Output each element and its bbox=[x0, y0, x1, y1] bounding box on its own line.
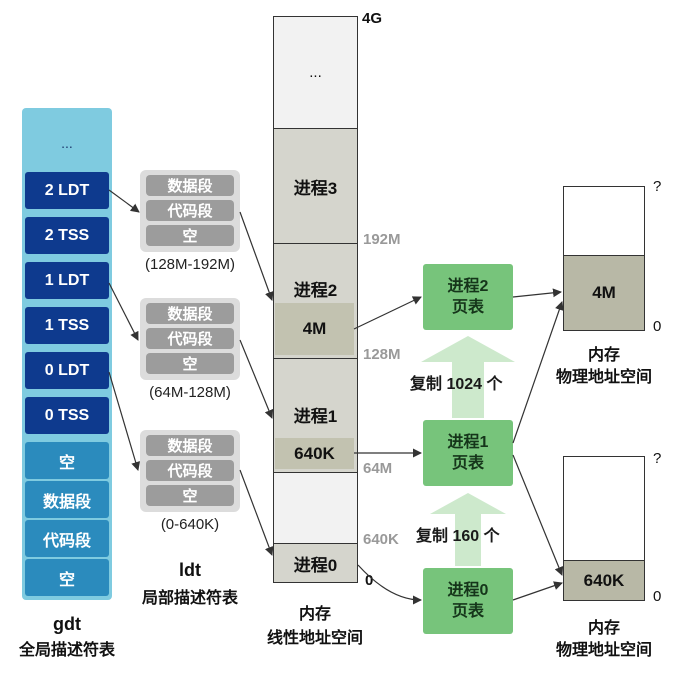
gdt-cell-2-ldt: 2 LDT bbox=[25, 172, 109, 209]
ldt0-data-segment: 数据段 bbox=[146, 435, 234, 456]
gdt-cell-data-segment: 数据段 bbox=[25, 481, 109, 518]
gdt-subtitle: 全局描述符表 bbox=[18, 642, 115, 659]
pt1-line1: 进程1 bbox=[447, 434, 489, 451]
gdt-cell-dots: ... bbox=[61, 134, 73, 151]
linear-caption-1: 内存 bbox=[298, 606, 331, 623]
linear-proc1-640k-block: 640K bbox=[275, 438, 354, 469]
linear-proc3-region: 进程3 bbox=[273, 128, 358, 244]
phys-bottom-640k-block: 640K bbox=[564, 560, 644, 600]
copy-arrow-top bbox=[421, 336, 515, 418]
ldt2-data-segment: 数据段 bbox=[146, 175, 234, 196]
gdt-cell-2-tss: 2 TSS bbox=[25, 217, 109, 254]
linear-proc3-label: 进程3 bbox=[293, 178, 338, 198]
ldt0-code-segment: 代码段 bbox=[146, 460, 234, 481]
arrow-gdt0-to-ldt0 bbox=[108, 371, 141, 471]
page-table-proc0: 进程0 页表 bbox=[423, 568, 513, 634]
copy-1024-label: 复制 1024 个 bbox=[410, 376, 503, 393]
ldt0-empty: 空 bbox=[146, 485, 234, 506]
ldt2-range: (128M-192M) bbox=[144, 256, 236, 273]
linear-proc2-label: 进程2 bbox=[293, 281, 338, 300]
phys-bottom-caption-2: 物理地址空间 bbox=[555, 642, 652, 659]
gdt-cell-0-tss: 0 TSS bbox=[25, 397, 109, 434]
gdt-cell-0-ldt: 0 LDT bbox=[25, 352, 109, 389]
ldt-title: ldt bbox=[179, 560, 201, 580]
addr-0: 0 bbox=[365, 572, 374, 589]
arrow-pt1-to-phys-640k bbox=[512, 454, 564, 576]
pt0-line2: 页表 bbox=[451, 603, 484, 620]
ldt1-code-segment: 代码段 bbox=[146, 328, 234, 349]
linear-proc1-label: 进程1 bbox=[293, 407, 338, 426]
arrow-ldt1-to-proc1 bbox=[239, 339, 274, 419]
ldt1-range: (64M-128M) bbox=[149, 384, 231, 401]
page-table-proc1: 进程1 页表 bbox=[423, 420, 513, 486]
gdt-cell-code-segment: 代码段 bbox=[25, 520, 109, 557]
gdt-cell-1-ldt: 1 LDT bbox=[25, 262, 109, 299]
pt2-line2: 页表 bbox=[451, 299, 484, 316]
pt1-line2: 页表 bbox=[451, 455, 484, 472]
arrow-pt0-to-phys-640k bbox=[512, 581, 563, 601]
ldt1-data-segment: 数据段 bbox=[146, 303, 234, 324]
ldt2-code-segment: 代码段 bbox=[146, 200, 234, 221]
addr-640k: 640K bbox=[363, 531, 399, 548]
arrow-ldt0-to-proc0 bbox=[239, 469, 274, 556]
arrow-pt1-to-phys-4m bbox=[512, 301, 564, 444]
arrow-4m-to-pt2 bbox=[353, 296, 422, 330]
pt0-line1: 进程0 bbox=[447, 582, 489, 599]
linear-caption-2: 线性地址空间 bbox=[266, 630, 363, 647]
arrow-pt2-to-phys-4m bbox=[512, 288, 562, 298]
copy-160-label: 复制 160 个 bbox=[416, 528, 500, 545]
pt2-line1: 进程2 bbox=[447, 278, 489, 295]
gdt-cell-empty-2: 空 bbox=[25, 559, 109, 596]
ldt0-range: (0-640K) bbox=[160, 516, 220, 533]
linear-proc0-region: 进程0 bbox=[273, 543, 358, 583]
gdt-cell-1-tss: 1 TSS bbox=[25, 307, 109, 344]
gdt-title: gdt bbox=[53, 614, 81, 634]
copy-arrow-bottom bbox=[430, 493, 506, 566]
phys-top-caption-1: 内存 bbox=[587, 347, 620, 364]
arrow-gdt1-to-ldt1 bbox=[108, 282, 139, 341]
page-table-proc2: 进程2 页表 bbox=[423, 264, 513, 330]
phys-top-zero: 0 bbox=[653, 318, 662, 335]
phys-bottom-zero: 0 bbox=[653, 588, 662, 605]
linear-proc0-label: 进程0 bbox=[293, 555, 338, 575]
phys-bottom-question: ? bbox=[653, 450, 662, 467]
addr-128m: 128M bbox=[363, 346, 401, 363]
arrow-proc0-to-pt0 bbox=[357, 564, 422, 605]
linear-proc2-4m-block: 4M bbox=[275, 303, 354, 355]
phys-bottom-caption-1: 内存 bbox=[587, 620, 620, 637]
gdt-cell-empty-1: 空 bbox=[25, 442, 109, 479]
addr-64m: 64M bbox=[363, 460, 393, 477]
ldt-subtitle: 局部描述符表 bbox=[141, 590, 238, 607]
linear-top-dots: ... bbox=[309, 64, 322, 81]
ldt2-empty: 空 bbox=[146, 225, 234, 246]
arrow-ldt2-to-proc2 bbox=[239, 211, 274, 301]
phys-top-caption-2: 物理地址空间 bbox=[555, 369, 652, 386]
phys-top-question: ? bbox=[653, 178, 662, 195]
phys-top-4m-block: 4M bbox=[564, 255, 644, 330]
arrow-gdt2-to-ldt2 bbox=[108, 189, 140, 213]
addr-192m: 192M bbox=[363, 231, 401, 248]
ldt1-empty: 空 bbox=[146, 353, 234, 374]
addr-4g: 4G bbox=[362, 10, 383, 27]
